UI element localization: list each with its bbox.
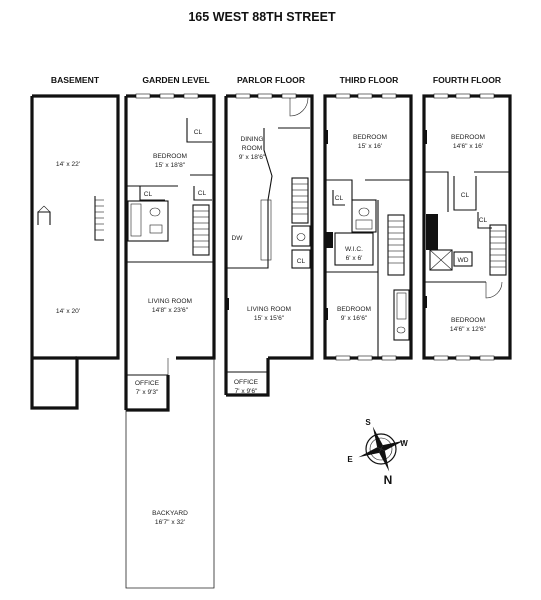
fourth-bedroom-1-dimensions: 14'6" x 16'	[453, 143, 483, 150]
compass-rose: S W E N	[347, 418, 408, 487]
parlor-office-dimensions: 7' x 9'6"	[235, 388, 258, 395]
parlor-fireplace	[225, 298, 229, 310]
garden-level-plan: CL CL CL BEDROOM 15' x 18'8" LIVING ROO	[124, 93, 216, 412]
third-wic-dimensions: 6' x 6'	[346, 255, 363, 262]
garden-living-room-label: LIVING ROOM	[148, 298, 192, 305]
third-stair	[387, 214, 405, 276]
backyard-plan: BACKYARD 16'7" x 32'	[125, 358, 215, 589]
page-title: 165 WEST 88TH STREET	[188, 10, 336, 24]
basement-plan: 14' x 22' 14' x 20'	[30, 94, 120, 410]
fourth-bedroom-2-dimensions: 14'6" x 12'6"	[450, 326, 487, 333]
third-bedroom-1-label: BEDROOM	[353, 134, 387, 141]
garden-closet-3-label: CL	[198, 190, 207, 197]
parlor-closet-label: CL	[297, 258, 306, 265]
garden-office-label: OFFICE	[135, 380, 160, 387]
garden-closet-2-label: CL	[144, 191, 153, 198]
fourth-chimney	[426, 214, 438, 250]
garden-bedroom-dimensions: 15' x 18'8"	[155, 162, 186, 169]
parlor-dishwasher-label: DW	[232, 235, 244, 242]
third-bedroom-2-dimensions: 9' x 16'6"	[341, 315, 368, 322]
parlor-living-room-dimensions: 15' x 15'6"	[254, 315, 285, 322]
basement-stair	[95, 199, 104, 231]
garden-stair	[192, 204, 210, 256]
garden-living-room-dimensions: 14'8" x 23'6"	[152, 307, 189, 314]
third-closet-label: CL	[335, 195, 344, 202]
parlor-dining-label-1: DINING	[240, 136, 263, 143]
heading-basement: BASEMENT	[51, 75, 100, 85]
parlor-living-room-label: LIVING ROOM	[247, 306, 291, 313]
fourth-bedroom-2-label: BEDROOM	[451, 317, 485, 324]
backyard-label: BACKYARD	[152, 510, 188, 517]
garden-bedroom-label: BEDROOM	[153, 153, 187, 160]
compass-needle-icon	[372, 426, 383, 449]
compass-east: E	[347, 455, 353, 464]
fourth-closet-1-label: CL	[461, 192, 470, 199]
third-wic-label: W.I.C.	[345, 246, 363, 253]
parlor-dining-label-2: ROOM	[242, 145, 263, 152]
heading-parlor-floor: PARLOR FLOOR	[237, 75, 306, 85]
third-bedroom-1-dimensions: 15' x 16'	[358, 143, 382, 150]
fourth-stair	[489, 224, 507, 276]
basement-lower-dimensions: 14' x 20'	[56, 308, 80, 315]
parlor-floor-plan: CL DW DINING ROOM 9' x 18'6" LIVING ROOM…	[224, 93, 314, 397]
parlor-office-label: OFFICE	[234, 379, 259, 386]
parlor-dining-dimensions: 9' x 18'6"	[239, 154, 266, 161]
backyard-dimensions: 16'7" x 32'	[155, 519, 185, 526]
compass-north: N	[384, 473, 393, 487]
fourth-floor-plan: CL CL WD BEDROOM 14'6" x 16' BEDROOM 14'…	[422, 93, 512, 361]
compass-south: S	[365, 418, 371, 427]
third-floor-plan: CL BEDROOM 15' x 16' W.I.C. 6'	[323, 93, 413, 361]
garden-office-dimensions: 7' x 9'3"	[136, 389, 159, 396]
garden-closet-1-label: CL	[194, 129, 203, 136]
third-bedroom-2-label: BEDROOM	[337, 306, 371, 313]
parlor-stair	[291, 177, 309, 224]
heading-garden-level: GARDEN LEVEL	[142, 75, 209, 85]
heading-third-floor: THIRD FLOOR	[340, 75, 400, 85]
basement-upper-dimensions: 14' x 22'	[56, 161, 80, 168]
compass-west: W	[400, 439, 408, 448]
fourth-closet-2-label: CL	[479, 217, 488, 224]
fourth-washer-dryer-label: WD	[458, 257, 469, 264]
heading-fourth-floor: FOURTH FLOOR	[433, 75, 502, 85]
fourth-bedroom-1-label: BEDROOM	[451, 134, 485, 141]
